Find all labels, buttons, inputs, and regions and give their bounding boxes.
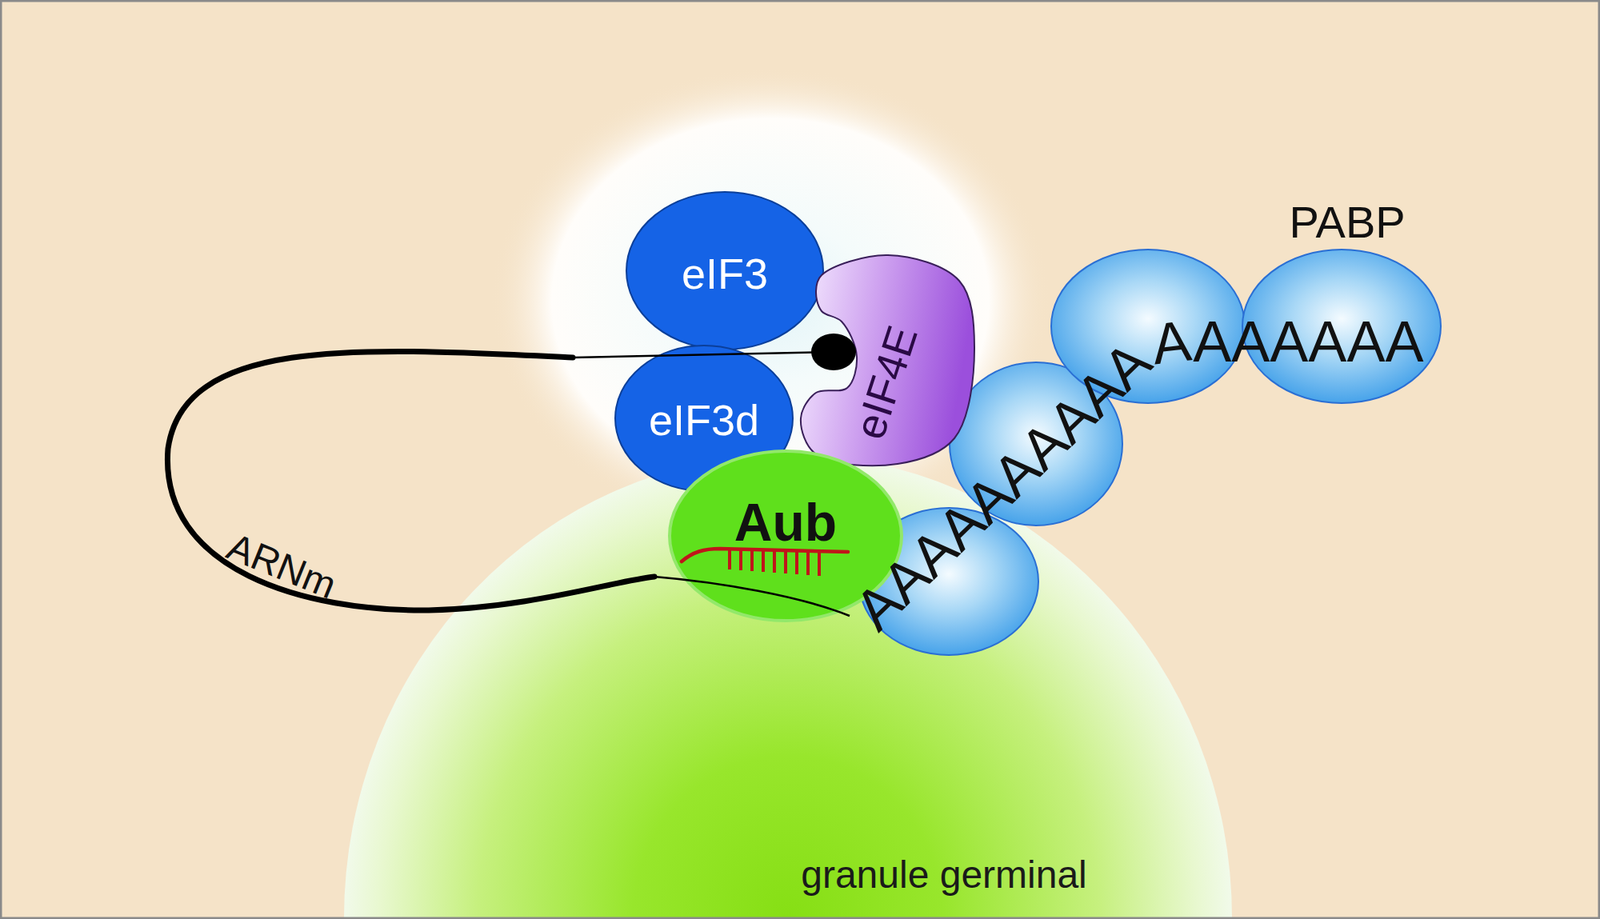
node-label: granule germinal: [800, 856, 1088, 895]
protein-shape: [626, 192, 824, 350]
node-label: Aub: [734, 496, 837, 549]
protein-shape: [800, 255, 975, 466]
cap-structure: [811, 333, 856, 371]
protein-ellipse: eIF3: [625, 191, 824, 351]
node-label: eIF3: [681, 252, 768, 296]
protein-name: PABP: [1288, 200, 1405, 245]
protein-shape: [669, 451, 902, 621]
granule-shape: [344, 454, 1232, 919]
node-label: eIF3d: [648, 398, 760, 442]
